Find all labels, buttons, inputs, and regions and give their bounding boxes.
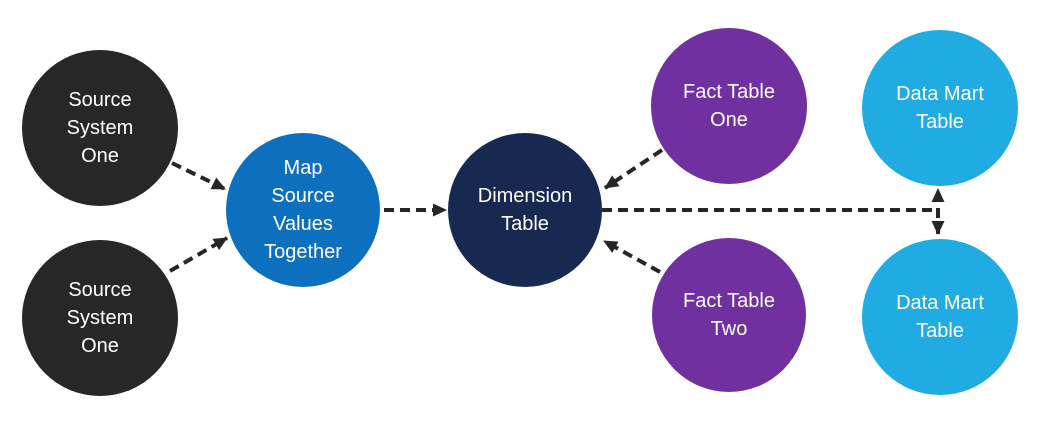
edge-source-top-to-map xyxy=(171,161,226,191)
node-label: Source System One xyxy=(66,89,134,167)
node-label: Data Mart Table xyxy=(896,83,984,133)
node-label: Fact Table One xyxy=(683,81,775,131)
node-dimension-table: Dimension Table xyxy=(448,133,602,287)
node-label: Map Source Values Together xyxy=(264,157,342,263)
node-map-source-values: Map Source Values Together xyxy=(226,133,380,287)
node-data-mart-table-top: Data Mart Table xyxy=(862,30,1018,186)
node-fact-table-two: Fact Table Two xyxy=(652,238,806,392)
node-label: Data Mart Table xyxy=(896,292,984,342)
node-label: Source System One xyxy=(66,279,134,357)
node-fact-table-one: Fact Table One xyxy=(651,28,807,184)
node-label: Fact Table Two xyxy=(683,290,775,340)
edge-fact-one-to-dimension xyxy=(603,148,664,190)
node-label: Dimension Table xyxy=(477,185,573,235)
node-source-system-one-top: Source System One xyxy=(22,50,178,206)
node-source-system-one-bottom: Source System One xyxy=(22,240,178,396)
edge-source-bottom-to-map xyxy=(168,236,229,273)
node-data-mart-table-bottom: Data Mart Table xyxy=(862,239,1018,395)
edge-fact-two-to-dimension xyxy=(603,239,661,274)
